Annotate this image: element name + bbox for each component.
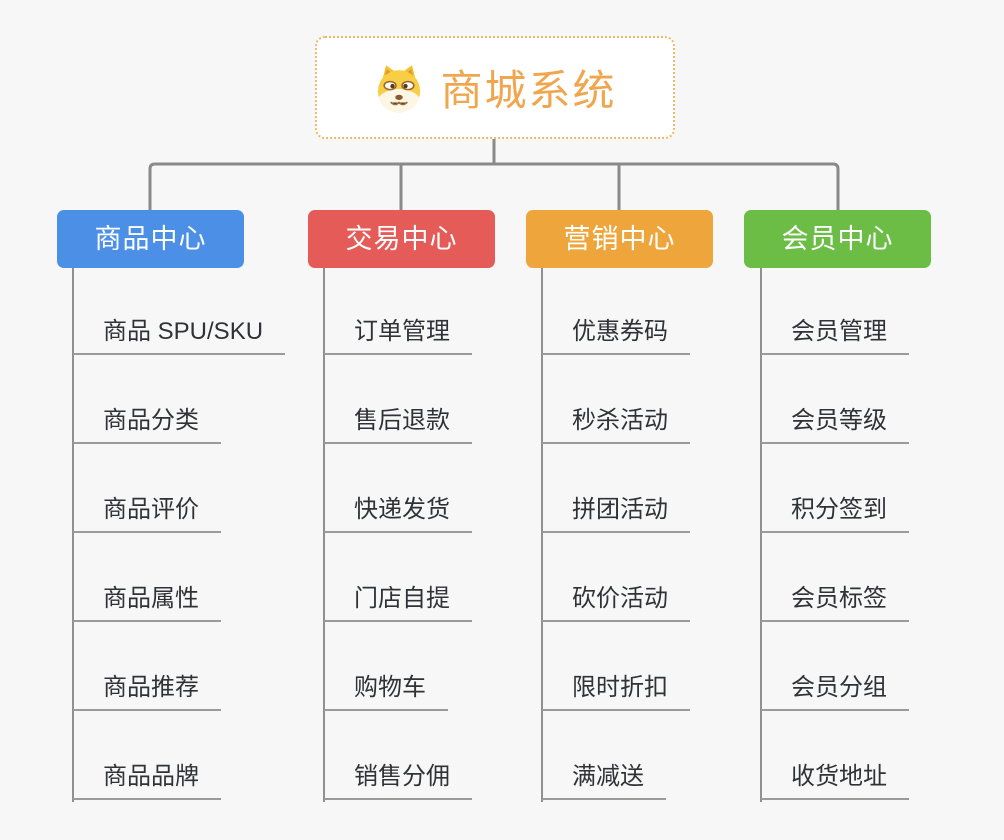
branch-header-members[interactable]: 会员中心 — [744, 210, 931, 268]
leaf-node[interactable]: 会员标签 — [761, 582, 909, 622]
leaf-node[interactable]: 购物车 — [324, 671, 448, 711]
leaf-node[interactable]: 拼团活动 — [542, 493, 690, 533]
branch-header-marketing[interactable]: 营销中心 — [526, 210, 713, 268]
branch-header-products[interactable]: 商品中心 — [57, 210, 244, 268]
branch-spine — [760, 268, 762, 802]
leaf-node[interactable]: 商品分类 — [73, 404, 221, 444]
leaf-node[interactable]: 满减送 — [542, 760, 666, 800]
leaf-node[interactable]: 订单管理 — [324, 315, 472, 355]
branch-spine — [323, 268, 325, 802]
leaf-node[interactable]: 砍价活动 — [542, 582, 690, 622]
leaf-node[interactable]: 收货地址 — [761, 760, 909, 800]
root-title: 商城系统 — [440, 67, 617, 114]
branch-spine — [72, 268, 74, 802]
leaf-node[interactable]: 商品 SPU/SKU — [73, 315, 286, 355]
root-node[interactable]: 商城系统 — [315, 36, 675, 139]
leaf-node[interactable]: 秒杀活动 — [542, 404, 690, 444]
leaf-node[interactable]: 会员等级 — [761, 404, 909, 444]
leaf-node[interactable]: 会员分组 — [761, 671, 909, 711]
branch-header-trade[interactable]: 交易中心 — [308, 210, 495, 268]
leaf-node[interactable]: 售后退款 — [324, 404, 472, 444]
leaf-node[interactable]: 商品属性 — [73, 582, 221, 622]
leaf-node[interactable]: 会员管理 — [761, 315, 909, 355]
leaf-node[interactable]: 商品评价 — [73, 493, 221, 533]
leaf-node[interactable]: 优惠券码 — [542, 315, 690, 355]
leaf-node[interactable]: 限时折扣 — [542, 671, 690, 711]
leaf-node[interactable]: 商品品牌 — [73, 760, 221, 800]
branch-bus-line — [148, 162, 840, 211]
leaf-node[interactable]: 销售分佣 — [324, 760, 472, 800]
leaf-node[interactable]: 商品推荐 — [73, 671, 221, 711]
leaf-node[interactable]: 快递发货 — [324, 493, 472, 533]
leaf-node[interactable]: 门店自提 — [324, 582, 472, 622]
dog-face-icon — [373, 62, 425, 114]
branch-spine — [541, 268, 543, 802]
leaf-node[interactable]: 积分签到 — [761, 493, 909, 533]
